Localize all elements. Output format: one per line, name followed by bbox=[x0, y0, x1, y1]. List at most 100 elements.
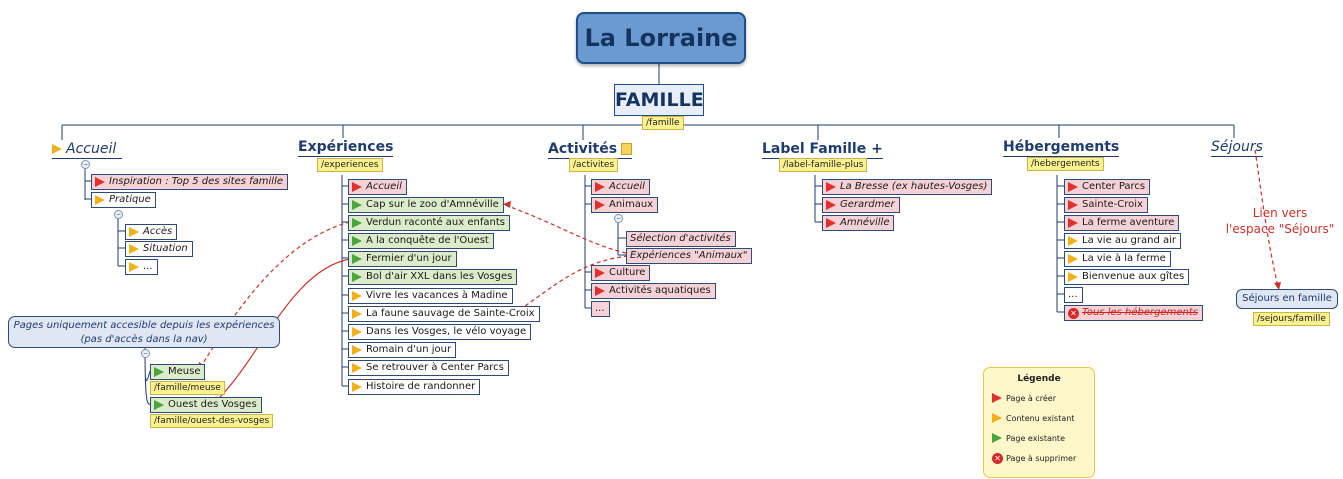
flag-yellow-icon bbox=[352, 382, 362, 392]
list-item[interactable]: Cap sur le zoo d'Amnéville bbox=[348, 197, 504, 213]
list-item[interactable]: A la conquête de l'Ouest bbox=[348, 233, 494, 249]
list-item[interactable]: La vie au grand air bbox=[1064, 233, 1182, 249]
list-item[interactable]: Pratique bbox=[91, 192, 156, 208]
list-item[interactable]: La faune sauvage de Sainte-Croix bbox=[348, 306, 540, 322]
branch-activites[interactable]: Activités bbox=[548, 140, 633, 159]
list-item[interactable]: Center Parcs bbox=[1064, 179, 1151, 195]
legend-item: Page existante bbox=[992, 432, 1094, 444]
branch-label-famille[interactable]: Label Famille + bbox=[762, 141, 883, 159]
activites-url: /activites bbox=[569, 158, 619, 172]
flag-red-icon bbox=[826, 218, 836, 228]
list-item[interactable]: La vie à la ferme bbox=[1064, 251, 1171, 267]
flag-red-icon bbox=[95, 177, 105, 187]
list-item[interactable]: ... bbox=[591, 301, 610, 317]
flag-red-icon bbox=[352, 182, 362, 192]
note-line1: Pages uniquement accesible depuis les ex… bbox=[13, 320, 275, 331]
flag-green-icon bbox=[352, 254, 362, 264]
list-item[interactable]: Animaux bbox=[591, 197, 659, 213]
flag-red-icon bbox=[992, 393, 1002, 403]
branch-activites-label: Activités bbox=[548, 141, 618, 157]
list-item[interactable]: Gerardmer bbox=[822, 197, 900, 213]
list-item[interactable]: Expériences "Animaux" bbox=[626, 248, 753, 264]
flag-yellow-icon bbox=[352, 345, 362, 355]
meuse-url: /famille/meuse bbox=[150, 381, 225, 395]
list-item[interactable]: Sélection d'activités bbox=[626, 231, 736, 247]
note-line2: (pas d'accès dans la nav) bbox=[80, 334, 208, 345]
list-item[interactable]: Histoire de randonner bbox=[348, 379, 481, 395]
list-item[interactable]: Culture bbox=[591, 265, 651, 281]
flag-green-icon bbox=[154, 367, 164, 377]
flag-red-icon bbox=[595, 200, 605, 210]
list-item[interactable]: ✕Tous les hébergements bbox=[1064, 305, 1204, 321]
list-item[interactable]: Inspiration : Top 5 des sites famille bbox=[91, 174, 289, 190]
flag-red-icon bbox=[595, 182, 605, 192]
flag-red-icon bbox=[595, 286, 605, 296]
sejours-famille-url: /sejours/famille bbox=[1253, 312, 1330, 326]
flag-red-icon bbox=[1068, 182, 1078, 192]
legend: Légende Page à créer Contenu existant Pa… bbox=[983, 367, 1095, 478]
flag-yellow-icon bbox=[1068, 254, 1078, 264]
list-item[interactable]: Ouest des Vosges bbox=[150, 397, 262, 413]
list-item[interactable]: Vivre les vacances à Madine bbox=[348, 288, 513, 304]
list-item[interactable]: Meuse bbox=[150, 364, 206, 380]
hebergements-url: /hebergements bbox=[1027, 157, 1104, 171]
list-item[interactable]: Accueil bbox=[591, 179, 650, 195]
flag-yellow-icon bbox=[129, 262, 139, 272]
list-item[interactable]: Bol d'air XXL dans les Vosges bbox=[348, 269, 518, 285]
flag-yellow-icon bbox=[129, 244, 139, 254]
list-item[interactable]: Situation bbox=[125, 241, 193, 257]
flag-red-icon bbox=[826, 182, 836, 192]
list-item[interactable]: Verdun raconté aux enfants bbox=[348, 215, 510, 231]
ouest-vosges-url: /famille/ouest-des-vosges bbox=[150, 414, 274, 428]
flag-green-icon bbox=[352, 236, 362, 246]
list-item[interactable]: Sainte-Croix bbox=[1064, 197, 1148, 213]
branch-accueil[interactable]: Accueil bbox=[52, 140, 122, 159]
sejours-famille-node[interactable]: Séjours en famille bbox=[1236, 289, 1338, 309]
hidden-pages-note[interactable]: Pages uniquement accesible depuis les ex… bbox=[8, 316, 280, 348]
collapse-icon[interactable]: − bbox=[81, 160, 90, 169]
legend-title: Légende bbox=[1017, 374, 1061, 384]
list-item[interactable]: Se retrouver à Center Parcs bbox=[348, 360, 509, 376]
flag-yellow-icon bbox=[352, 327, 362, 337]
flag-yellow-icon bbox=[95, 195, 105, 205]
flag-yellow-icon bbox=[1068, 272, 1078, 282]
flag-red-icon bbox=[1068, 218, 1078, 228]
legend-item: ✕Page à supprimer bbox=[992, 452, 1094, 464]
flag-yellow-icon bbox=[992, 413, 1002, 423]
flag-green-icon bbox=[352, 218, 362, 228]
list-item[interactable]: Amnéville bbox=[822, 215, 895, 231]
root-node[interactable]: La Lorraine bbox=[576, 12, 746, 64]
list-item[interactable]: Accès bbox=[125, 224, 178, 240]
label-url: /label-famille-plus bbox=[779, 158, 868, 172]
collapse-icon[interactable]: − bbox=[614, 214, 623, 223]
flag-red-icon bbox=[1068, 200, 1078, 210]
list-item[interactable]: Fermier d'un jour bbox=[348, 251, 457, 267]
list-item[interactable]: Accueil bbox=[348, 179, 407, 195]
experiences-url: /experiences bbox=[317, 158, 383, 172]
flag-green-icon bbox=[154, 400, 164, 410]
list-item[interactable]: Activités aquatiques bbox=[591, 283, 716, 299]
list-item[interactable]: La ferme aventure bbox=[1064, 215, 1180, 231]
list-item[interactable]: ... bbox=[125, 259, 158, 275]
branch-sejours[interactable]: Séjours bbox=[1211, 139, 1263, 157]
note-icon bbox=[621, 143, 633, 155]
list-item[interactable]: Romain d'un jour bbox=[348, 342, 457, 358]
legend-item: Page à créer bbox=[992, 392, 1094, 404]
list-item[interactable]: La Bresse (ex hautes-Vosges) bbox=[822, 179, 993, 195]
collapse-icon[interactable]: − bbox=[141, 349, 150, 358]
delete-icon: ✕ bbox=[1068, 307, 1079, 319]
branch-hebergements[interactable]: Hébergements bbox=[1003, 139, 1120, 157]
branch-experiences[interactable]: Expériences bbox=[298, 139, 394, 157]
flag-yellow-icon bbox=[352, 363, 362, 373]
famille-node[interactable]: FAMILLE bbox=[614, 84, 704, 116]
collapse-icon[interactable]: − bbox=[114, 210, 123, 219]
list-item[interactable]: Bienvenue aux gîtes bbox=[1064, 269, 1190, 285]
flag-red-icon bbox=[826, 200, 836, 210]
legend-item: Contenu existant bbox=[992, 412, 1094, 424]
flag-yellow-icon bbox=[352, 309, 362, 319]
flag-green-icon bbox=[352, 200, 362, 210]
list-item[interactable]: ... bbox=[1064, 287, 1083, 303]
flag-red-icon bbox=[595, 268, 605, 278]
list-item[interactable]: Dans les Vosges, le vélo voyage bbox=[348, 324, 532, 340]
